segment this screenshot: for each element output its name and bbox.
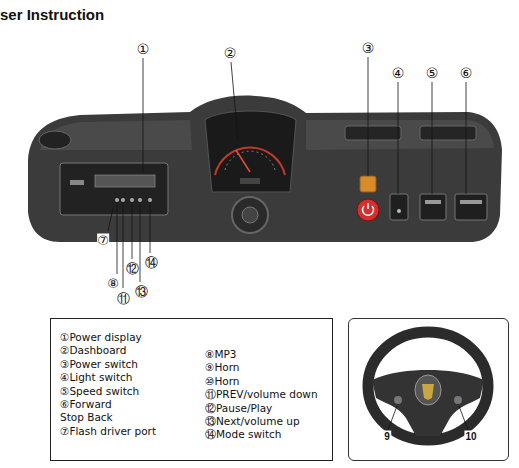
- gauge-cluster: [205, 111, 296, 192]
- callout-number: ⑭: [145, 256, 158, 269]
- dashboard-body: [28, 96, 502, 242]
- center-vent: [232, 197, 268, 233]
- legend-item: ④Light switch: [60, 371, 200, 384]
- power-button: [357, 199, 379, 221]
- legend-item: ⑧MP3: [205, 348, 329, 361]
- callout-number: ②: [224, 46, 237, 60]
- legend-item: ⑥Forward Stop Back: [60, 398, 122, 425]
- callout-number: ⑪: [117, 292, 130, 305]
- legend-item: ⑬Next/volume up: [205, 415, 329, 428]
- speed-switch: [420, 194, 446, 220]
- switch-mark: [397, 209, 401, 213]
- legend-table: ①Power display②Dashboard③Power switch④Li…: [50, 318, 333, 461]
- legend-item: ⑪PREV/volume down: [205, 388, 329, 401]
- gauge-readout: [240, 178, 260, 184]
- legend-item: ⑫Pause/Play: [205, 402, 329, 415]
- power-icon: [367, 203, 369, 209]
- speed-dial: [215, 147, 285, 175]
- speed-dial: [225, 151, 275, 170]
- legend-column: ①Power display②Dashboard③Power switch④Li…: [60, 331, 200, 438]
- legend-item: ⑩Horn: [205, 375, 329, 388]
- mp3-buttons: [115, 198, 152, 202]
- needle: [236, 150, 250, 172]
- legend-item: ⑨Horn: [205, 361, 329, 374]
- callout-number: ⑥: [460, 66, 473, 80]
- steering-wheel: [368, 332, 488, 440]
- callout-number: ⑫: [126, 262, 139, 275]
- legend-item: ⑤Speed switch: [60, 385, 200, 398]
- mp3-display: [95, 175, 155, 187]
- page-title: ser Instruction: [0, 6, 104, 23]
- switch-mark: [460, 200, 482, 204]
- legend-column: ⑧MP3⑨Horn⑩Horn⑪PREV/volume down⑫Pause/Pl…: [205, 348, 329, 442]
- switch-mark: [425, 200, 441, 204]
- legend-item: ⑭Mode switch: [205, 428, 329, 441]
- dashboard-panel: [40, 120, 192, 150]
- callout-number: ⑬: [135, 285, 148, 298]
- air-vent: [345, 126, 401, 140]
- callout-number: 9: [383, 431, 391, 442]
- mp3-module: [60, 163, 168, 215]
- legend-item: ⑦Flash driver port: [60, 425, 200, 438]
- light-switch: [390, 194, 408, 220]
- air-vent: [39, 131, 71, 149]
- callout-number: ③: [362, 41, 375, 55]
- callout-number: ①: [137, 42, 150, 56]
- direction-switch: [455, 194, 487, 220]
- legend-item: ①Power display: [60, 331, 200, 344]
- callout-number: ⑦: [97, 234, 109, 247]
- callout-number: ④: [392, 66, 405, 80]
- callout-number: ⑤: [426, 66, 439, 80]
- usb-port: [70, 180, 84, 185]
- air-vent: [420, 126, 476, 140]
- leader-lines: [388, 406, 468, 430]
- steering-wheel-panel: 9 10: [348, 318, 509, 461]
- key-switch: [360, 176, 376, 192]
- callout-number: ⑧: [107, 277, 119, 290]
- center-vent: [242, 207, 258, 223]
- callout-number: 10: [464, 431, 477, 442]
- legend-item: ②Dashboard: [60, 344, 200, 357]
- legend-item: ③Power switch: [60, 358, 200, 371]
- leader-lines: [108, 57, 466, 288]
